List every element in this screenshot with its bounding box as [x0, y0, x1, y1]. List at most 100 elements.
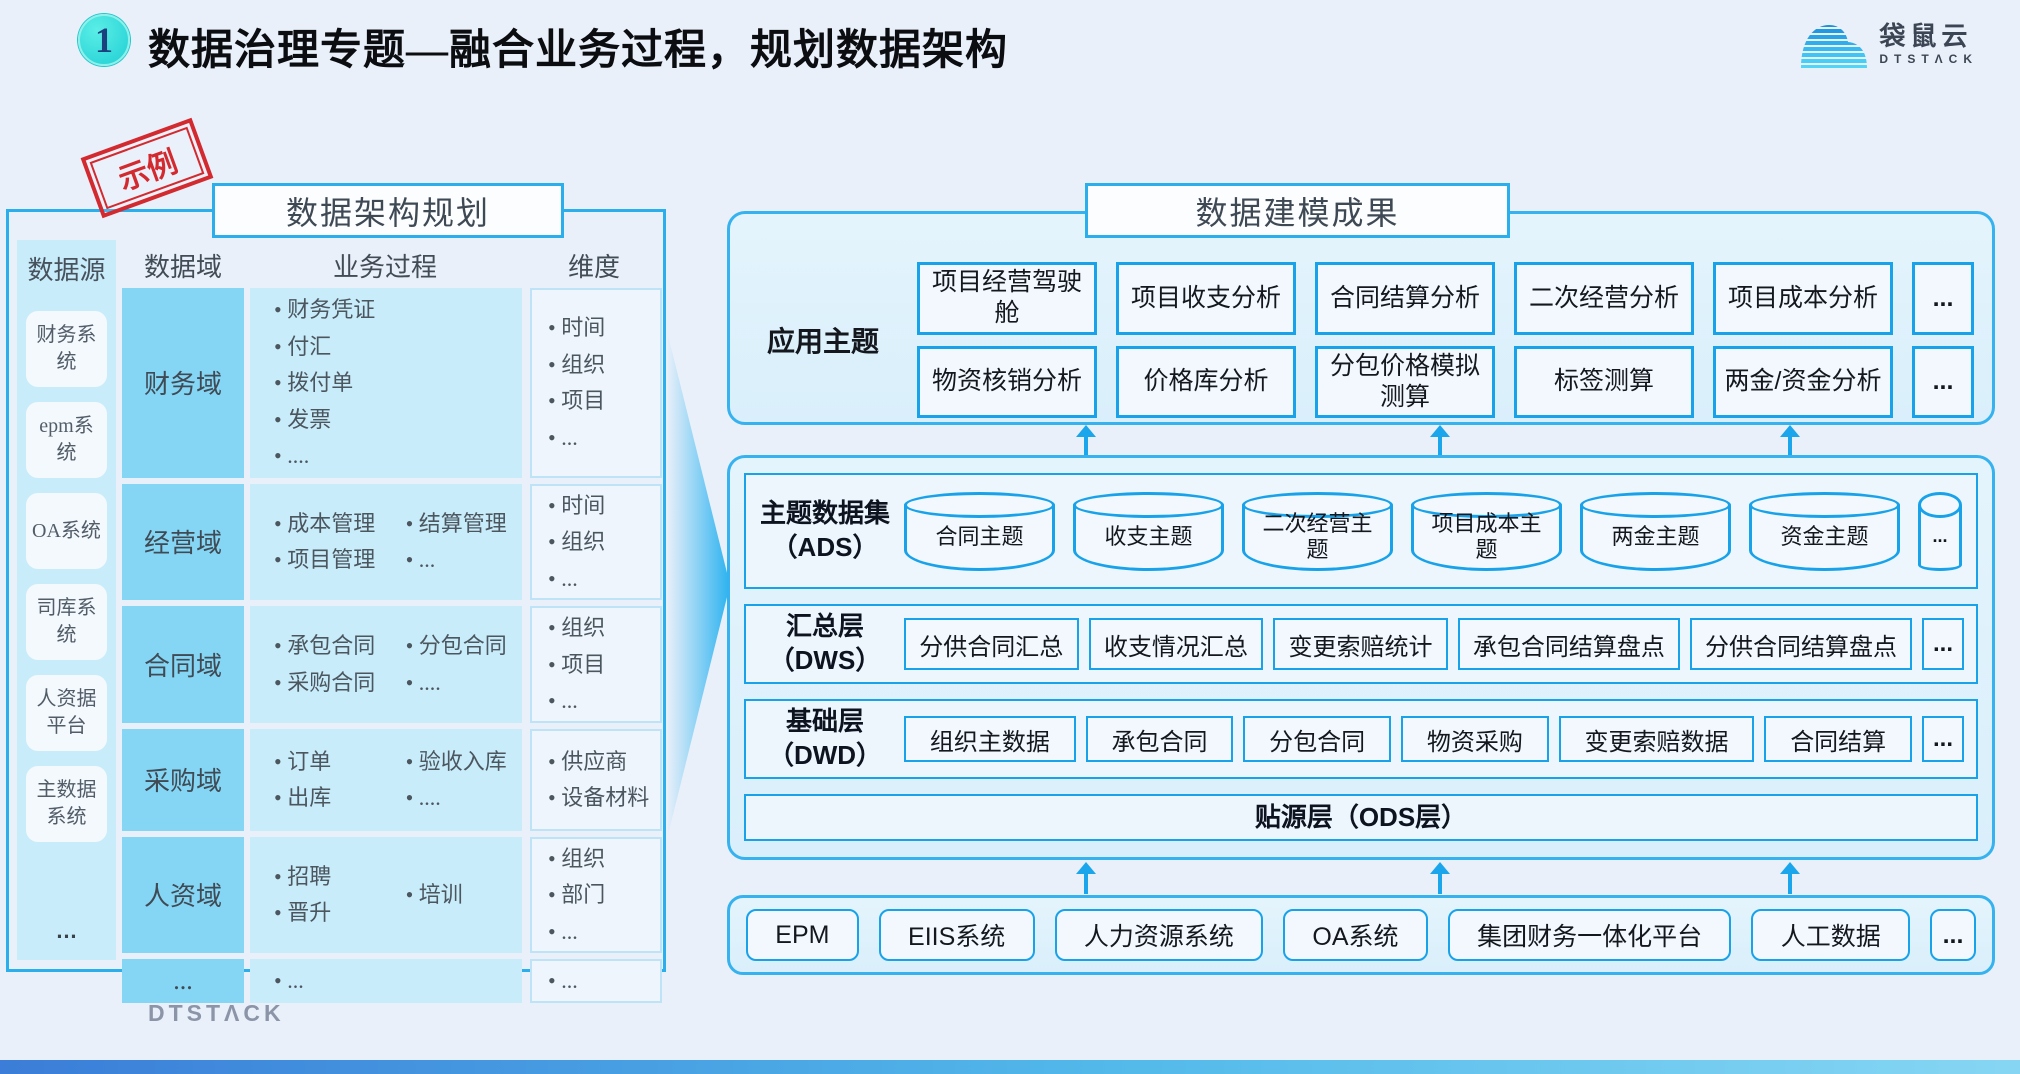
domain-cell: 财务域 — [122, 288, 244, 478]
ads-cylinder-list: 合同主题收支主题二次经营主题项目成本主题两金主题资金主题... — [904, 491, 1976, 571]
source-system-box: 人工数据 — [1751, 909, 1910, 961]
ads-cylinder-label: 两金主题 — [1611, 523, 1700, 549]
ads-cylinder: 收支主题 — [1073, 492, 1224, 571]
ads-label-line1: 主题数据集 — [759, 498, 890, 529]
data-layers-box: 主题数据集 （ADS） 合同主题收支主题二次经营主题项目成本主题两金主题资金主题… — [727, 455, 1995, 860]
ads-cylinder: ... — [1918, 492, 1962, 571]
ads-cylinder-label: 资金主题 — [1780, 523, 1869, 549]
bullet-item: 组织 — [548, 845, 658, 873]
process-cell: 承包合同采购合同分包合同.... — [250, 606, 522, 723]
bullet-item: ... — [548, 687, 658, 715]
theme-box: 合同结算分析 — [1315, 262, 1495, 335]
dws-box: 收支情况汇总 — [1088, 618, 1264, 670]
process-col-1: 成本管理项目管理 — [274, 510, 406, 574]
dws-layer-row: 汇总层 （DWS） 分供合同汇总收支情况汇总变更索赔统计承包合同结算盘点分供合同… — [744, 604, 1978, 684]
bullet-item: 拨付单 — [274, 369, 406, 397]
app-themes-label: 应用主题 — [766, 326, 879, 357]
datasource-item: 财务系统 — [26, 311, 107, 387]
dwd-layer-row: 基础层 （DWD） 组织主数据承包合同分包合同物资采购变更索赔数据合同结算... — [744, 699, 1978, 779]
bullet-item: 付汇 — [274, 333, 406, 361]
dwd-box: 物资采购 — [1401, 716, 1549, 762]
dwd-label-line2: （DWD） — [767, 740, 883, 770]
bullet-item: 晋升 — [274, 899, 406, 927]
dwd-box: 合同结算 — [1764, 716, 1913, 762]
bullet-item: 项目管理 — [274, 546, 406, 574]
bullet-item: 分包合同 — [406, 632, 520, 660]
bottom-accent-bar — [0, 1060, 2020, 1074]
page-title: 数据治理专题—融合业务过程，规划数据架构 — [148, 28, 1009, 74]
datasource-item: OA系统 — [26, 493, 107, 569]
bullet-item: 组织 — [548, 614, 658, 642]
bullet-item: .... — [406, 669, 520, 697]
dimension-cell: 组织项目... — [530, 606, 662, 723]
bullet-item: 时间 — [548, 492, 658, 520]
bullet-item: 培训 — [406, 881, 520, 909]
dws-box: 分供合同结算盘点 — [1689, 618, 1913, 670]
ads-label-line2: （ADS） — [771, 532, 879, 562]
bullet-item: 结算管理 — [406, 510, 520, 538]
bullet-item: 成本管理 — [274, 510, 406, 538]
source-system-box: OA系统 — [1283, 909, 1428, 961]
domain-cell: 经营域 — [122, 483, 244, 600]
theme-box: 分包价格模拟测算 — [1315, 345, 1495, 418]
dwd-layer-label: 基础层 （DWD） — [746, 705, 904, 773]
bullet-item: 设备材料 — [548, 784, 658, 812]
theme-box: 项目收支分析 — [1116, 262, 1296, 335]
process-col-1: 承包合同采购合同 — [274, 632, 406, 696]
column-header-dimension: 维度 — [567, 252, 620, 282]
table-row: 采购域订单出库验收入库....供应商设备材料 — [122, 728, 662, 831]
source-system-box: EPM — [746, 909, 859, 961]
table-row: 人资域招聘晋升培训组织部门... — [122, 836, 662, 953]
up-arrow — [1427, 425, 1453, 455]
dimension-cell: 组织部门... — [530, 836, 662, 953]
bullet-item: 时间 — [548, 314, 658, 342]
process-col-1: 订单出库 — [274, 748, 406, 812]
column-header-domain: 数据域 — [143, 252, 222, 282]
domain-cell: 采购域 — [122, 728, 244, 831]
bullet-item: 采购合同 — [274, 669, 406, 697]
bullet-item: .... — [274, 442, 406, 470]
bullet-item: 承包合同 — [274, 632, 406, 660]
dws-label-line1: 汇总层 — [785, 611, 864, 642]
theme-box: 标签测算 — [1514, 345, 1694, 418]
example-stamp: 示例 — [80, 117, 214, 219]
domain-cell: 人资域 — [122, 836, 244, 953]
process-col-2: 分包合同.... — [406, 632, 520, 696]
brand-name-cn: 袋鼠云 — [1879, 21, 1973, 51]
process-cell: 招聘晋升培训 — [250, 836, 522, 953]
ads-cylinder: 资金主题 — [1749, 492, 1900, 571]
source-system-box: EIIS系统 — [878, 909, 1035, 961]
dimension-cell: ... — [530, 959, 662, 1003]
theme-box: 价格库分析 — [1116, 345, 1296, 418]
up-arrow — [1073, 862, 1099, 894]
dws-box: 变更索赔统计 — [1273, 618, 1448, 670]
left-panel-title: 数据架构规划 — [212, 183, 564, 238]
dws-box: 承包合同结算盘点 — [1457, 618, 1680, 670]
process-col-1: 财务凭证付汇拨付单发票.... — [274, 296, 406, 470]
bullet-item: ... — [548, 565, 658, 593]
process-cell: 订单出库验收入库.... — [250, 728, 522, 831]
table-row: ......... — [122, 959, 662, 1003]
bullet-item: ... — [548, 424, 658, 452]
ads-cylinder: 二次经营主题 — [1242, 492, 1393, 571]
datasource-header: 数据源 — [27, 256, 106, 285]
bullet-item: ... — [548, 918, 658, 946]
bullet-item: 验收入库 — [406, 748, 520, 776]
architecture-table-rows: 财务域财务凭证付汇拨付单发票....时间组织项目...经营域成本管理项目管理结算… — [122, 288, 662, 1003]
dwd-box: 变更索赔数据 — [1558, 716, 1755, 762]
process-cell: 财务凭证付汇拨付单发票.... — [250, 288, 522, 478]
domain-cell: ... — [122, 959, 244, 1003]
dtstack-kangaroo-icon — [1801, 25, 1868, 68]
ads-cylinder-label: 收支主题 — [1104, 523, 1193, 549]
column-header-process: 业务过程 — [332, 252, 437, 282]
ads-cylinder-label: 项目成本主题 — [1431, 511, 1542, 562]
dwd-box-list: 组织主数据承包合同分包合同物资采购变更索赔数据合同结算... — [904, 716, 1976, 762]
source-system-box: ... — [1929, 909, 1976, 961]
process-col-2: 结算管理... — [406, 510, 520, 574]
up-arrow — [1777, 425, 1803, 455]
dimension-cell: 时间组织项目... — [530, 288, 662, 478]
bullet-item: 订单 — [274, 748, 406, 776]
theme-box: 两金/资金分析 — [1713, 345, 1893, 418]
